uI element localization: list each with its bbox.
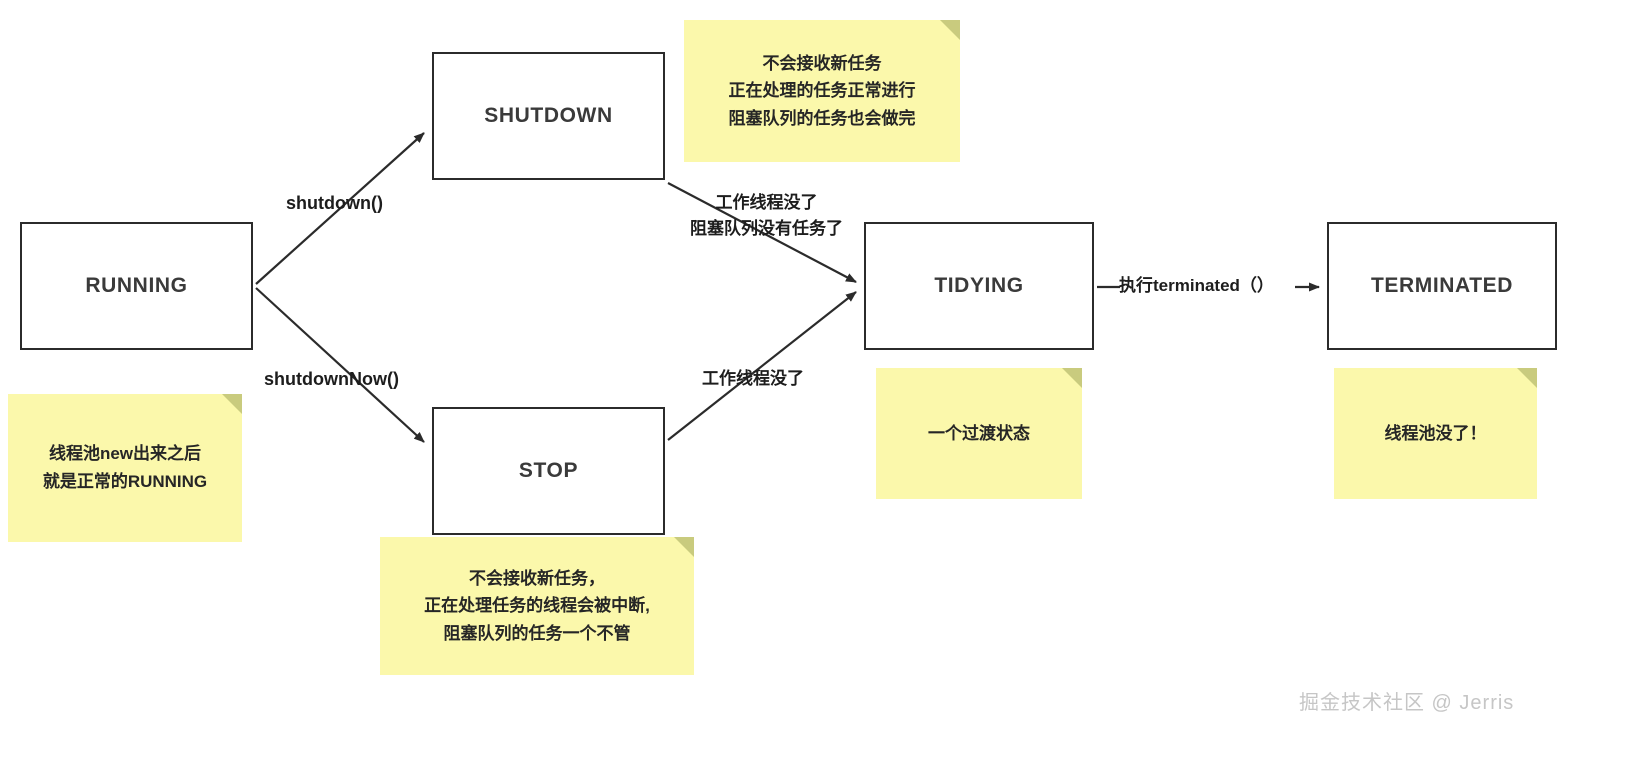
watermark: 掘金技术社区 @ Jerris [1299,692,1515,714]
note-fold-icon [222,394,242,414]
sticky-note-tidying: 一个过渡状态 [876,368,1082,499]
sticky-note-text: 线程池new出来之后 就是正常的RUNNING [42,444,208,491]
sticky-note-text: 线程池没了！ [1384,423,1487,443]
edge-label-shutdown-to-tidying: 工作线程没了 阻塞队列没有任务了 [690,193,843,238]
sticky-note-stop: 不会接收新任务， 正在处理任务的线程会被中断, 阻塞队列的任务一个不管 [380,537,694,675]
state-node-label: STOP [518,459,579,482]
edge-label-shutdown-now: shutdownNow() [264,369,399,389]
sticky-note-running: 线程池new出来之后 就是正常的RUNNING [8,394,242,542]
state-node-running[interactable]: RUNNING [20,222,253,350]
edge-label-tidying-to-terminated: 执行terminated（） [1119,276,1274,295]
state-node-label: RUNNING [85,274,188,297]
sticky-note-text: 不会接收新任务， 正在处理任务的线程会被中断, 阻塞队列的任务一个不管 [424,568,650,643]
state-node-tidying[interactable]: TIDYING [864,222,1094,350]
note-fold-icon [1062,368,1082,388]
state-node-label: TERMINATED [1370,274,1514,297]
state-node-shutdown[interactable]: SHUTDOWN [432,52,665,180]
note-fold-icon [1517,368,1537,388]
sticky-note-terminated: 线程池没了！ [1334,368,1537,499]
edge-running-to-stop [255,287,425,443]
state-node-stop[interactable]: STOP [432,407,665,535]
edge-label-shutdown: shutdown() [286,193,383,213]
note-fold-icon [940,20,960,40]
sticky-note-text: 不会接收新任务 正在处理的任务正常进行 阻塞队列的任务也会做完 [728,53,916,128]
state-node-label: TIDYING [934,274,1024,297]
note-fold-icon [674,537,694,557]
sticky-note-shutdown: 不会接收新任务 正在处理的任务正常进行 阻塞队列的任务也会做完 [684,20,960,162]
edge-label-stop-to-tidying: 工作线程没了 [702,369,804,388]
sticky-note-text: 一个过渡状态 [928,423,1030,443]
state-node-terminated[interactable]: TERMINATED [1327,222,1557,350]
state-node-label: SHUTDOWN [484,104,613,127]
